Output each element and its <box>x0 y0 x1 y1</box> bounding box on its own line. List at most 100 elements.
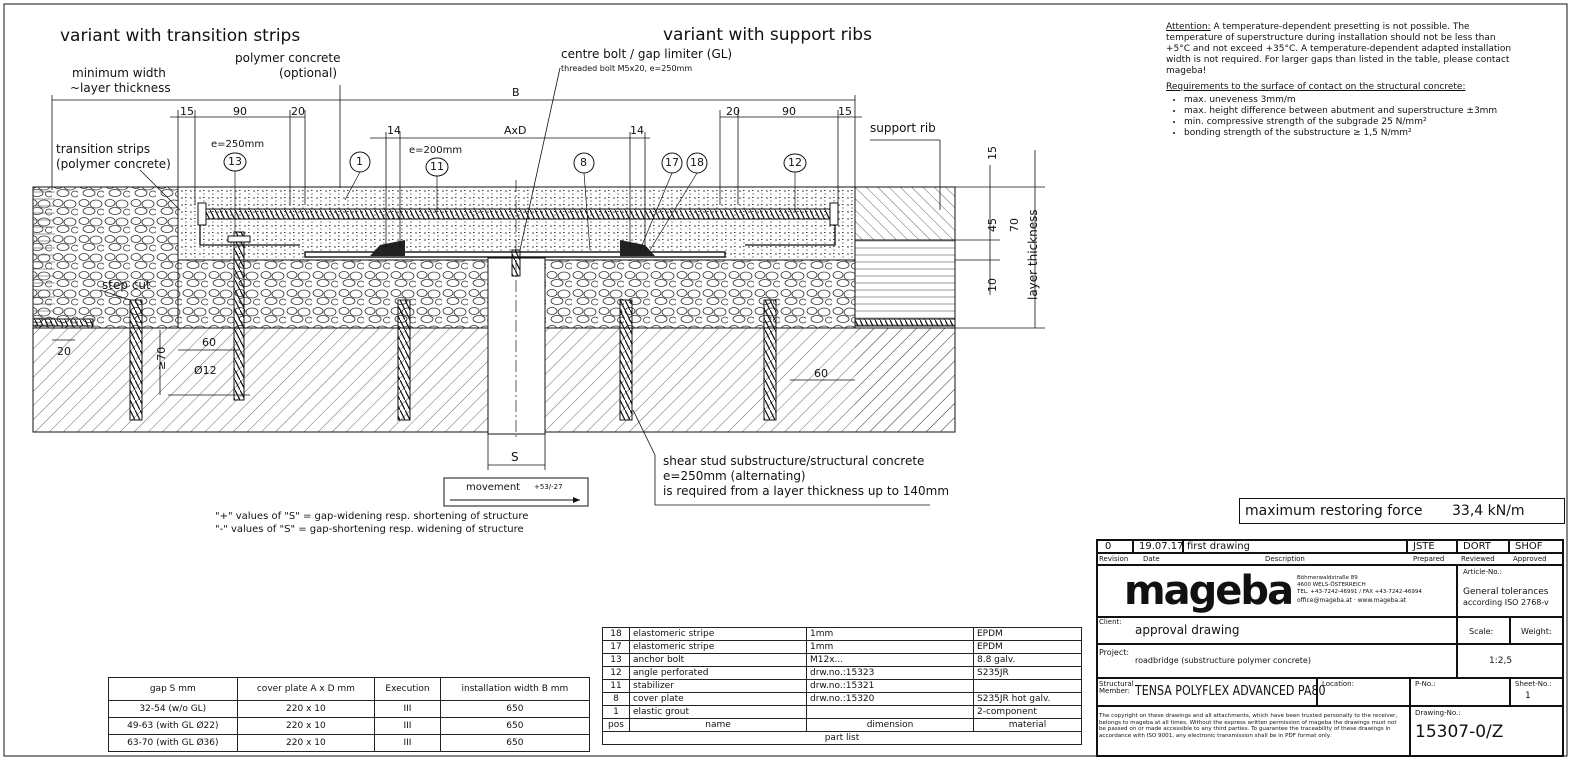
address-line: TEL. +43-7242-46991 / FAX +43-7242-46994 <box>1297 589 1422 595</box>
dim-20-step: 20 <box>57 345 71 358</box>
label-support-rib: support rib <box>870 121 936 135</box>
part-dimension: M12x... <box>806 653 974 667</box>
table-row: 63-70 (with GL Ø36) 220 x 10 III 650 <box>108 734 591 752</box>
label-transition-strips: transition strips <box>56 142 151 156</box>
dim-90-left: 90 <box>233 105 247 118</box>
article-label: Article-No.: <box>1463 568 1502 576</box>
member-label-2: Member: <box>1099 687 1131 695</box>
dim-B: B <box>512 86 520 99</box>
asphalt-inner-right <box>544 259 856 329</box>
dim-min70: ≥70 <box>155 346 168 370</box>
restoring-force-value: 33,4 kN/m <box>1452 503 1525 519</box>
title-block: 0 19.07.17 first drawing JSTE DORT SHOF … <box>1096 539 1564 757</box>
note-plus-values: "+" values of "S" = gap-widening resp. s… <box>215 511 529 522</box>
dim-14-right: 14 <box>630 124 644 137</box>
attention-label: Attention: <box>1166 22 1211 32</box>
label-layer-thickness-dash: ~layer thickness <box>70 81 171 95</box>
sheet-value: 1 <box>1525 691 1531 701</box>
label-minimum-width: minimum width <box>72 66 166 80</box>
parts-header: pos <box>602 718 630 732</box>
gap-cell: 650 <box>439 717 591 735</box>
pno-label: P-No.: <box>1415 680 1436 688</box>
client-label: Client: <box>1099 618 1122 626</box>
callout-11: 11 <box>430 160 444 173</box>
callout-18: 18 <box>690 156 704 169</box>
label-layer-thickness: layer thickness <box>1026 209 1040 300</box>
dim-20-left: 20 <box>291 105 305 118</box>
label-threaded-bolt: threaded bolt M5x20, e=250mm <box>561 64 693 73</box>
part-material: EPDM <box>973 627 1082 641</box>
callout-8: 8 <box>580 156 587 169</box>
callout-12: 12 <box>788 156 802 169</box>
part-name: elastomeric stripe <box>629 640 807 654</box>
gap-cell: 650 <box>439 734 591 752</box>
dim-60-right: 60 <box>814 367 828 380</box>
weight-label: Weight: <box>1521 627 1552 636</box>
part-pos: 17 <box>602 640 630 654</box>
part-name: cover plate <box>629 692 807 706</box>
header-prepared: Prepared <box>1413 555 1445 563</box>
part-material: 2-component <box>973 705 1082 719</box>
part-name: elastomeric stripe <box>629 627 807 641</box>
gap-cell: 220 x 10 <box>236 700 376 718</box>
address-line: office@mageba.at · www.mageba.at <box>1297 597 1407 604</box>
callout-17: 17 <box>665 156 679 169</box>
part-name: angle perforated <box>629 666 807 680</box>
dim-AxD: AxD <box>504 124 527 137</box>
part-dimension: drw.no.:15320 <box>806 692 974 706</box>
part-dimension <box>806 705 974 719</box>
drawing-no-value: 15307-0/Z <box>1415 722 1504 742</box>
part-material: S235JR hot galv. <box>973 692 1082 706</box>
callout-13: 13 <box>228 155 242 168</box>
restoring-force-label: maximum restoring force <box>1245 503 1423 519</box>
requirements-title: Requirements to the surface of contact o… <box>1166 82 1466 92</box>
project-value: roadbridge (substructure polymer concret… <box>1135 656 1311 665</box>
asphalt-inner-left <box>177 259 489 329</box>
revision-number: 0 <box>1105 541 1112 552</box>
part-name: anchor bolt <box>629 653 807 667</box>
label-centre-bolt: centre bolt / gap limiter (GL) <box>561 47 733 61</box>
heading-transition-strips: variant with transition strips <box>60 26 301 46</box>
asphalt-left <box>32 186 179 329</box>
heading-support-ribs: variant with support ribs <box>663 25 872 45</box>
part-pos: 13 <box>602 653 630 667</box>
anchor-bolt <box>233 231 245 401</box>
member-value: TENSA POLYFLEX ADVANCED PA80 <box>1135 684 1326 699</box>
scale-value: 1:2,5 <box>1489 656 1513 666</box>
polymer-concrete-block <box>177 186 856 261</box>
part-pos: 18 <box>602 627 630 641</box>
tolerance-line-1: General tolerances <box>1463 587 1549 597</box>
dim-v15: 15 <box>986 146 999 160</box>
dim-15-left: 15 <box>180 105 194 118</box>
restoring-force-box: maximum restoring force 33,4 kN/m <box>1239 498 1565 524</box>
dim-20-right: 20 <box>726 105 740 118</box>
requirement-item: max. height difference between abutment … <box>1184 106 1516 117</box>
gap-cell: 220 x 10 <box>236 734 376 752</box>
part-material: EPDM <box>973 640 1082 654</box>
part-material: 8.8 galv. <box>973 653 1082 667</box>
gap-cell: 220 x 10 <box>236 717 376 735</box>
copyright-notice: The copyright on these drawings and all … <box>1099 713 1398 739</box>
parts-header: dimension <box>806 718 974 732</box>
label-transition-strips-sub: (polymer concrete) <box>56 157 171 171</box>
part-material: S235JR <box>973 666 1082 680</box>
gap-cell: 63-70 (with GL Ø36) <box>108 734 238 752</box>
layer-lines-left <box>33 187 55 328</box>
structural-gap <box>487 257 546 435</box>
address-line: 4600 WELS-ÖSTERREICH <box>1297 582 1366 588</box>
dim-60-left: 60 <box>202 336 216 349</box>
shear-stud-note-1: shear stud substructure/structural concr… <box>663 454 925 468</box>
dim-v70: 70 <box>1008 218 1021 232</box>
centre-bolt <box>511 249 521 277</box>
dim-diameter-12: Ø12 <box>194 364 217 377</box>
stabilizer-bar <box>199 208 839 220</box>
label-step-cut: step cut <box>102 278 151 292</box>
scale-label: Scale: <box>1469 627 1494 636</box>
